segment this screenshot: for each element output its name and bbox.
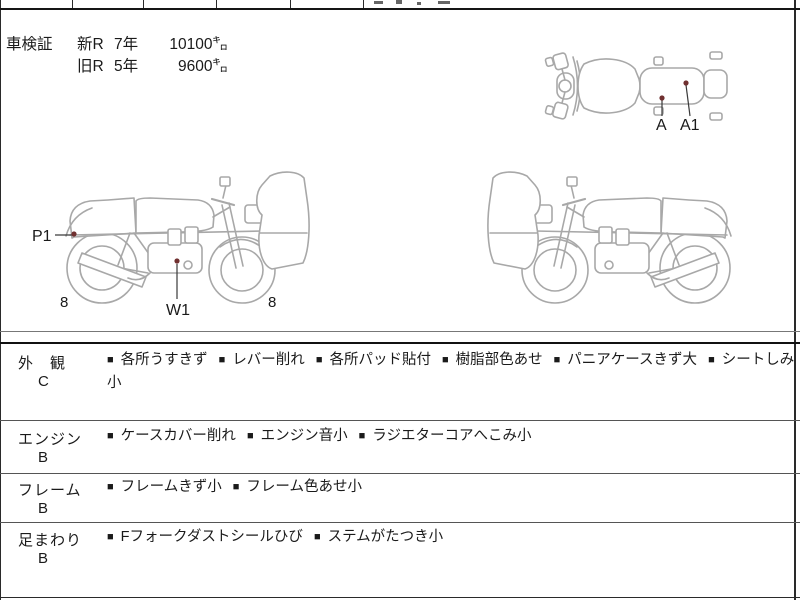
header-cell-divider	[363, 0, 364, 9]
shaken-new-era: 新R	[77, 36, 104, 53]
defect-item: ■ レバー削れ	[219, 352, 305, 368]
motorcycle-right-side-diagram	[486, 170, 733, 305]
section-grade: B	[38, 550, 49, 567]
clipped-text-artifact	[417, 2, 421, 5]
defect-item: ■ ケースカバー削れ	[107, 428, 236, 444]
condition-table-top-border	[0, 342, 800, 344]
motorcycle-left-side-diagram: P1 W1 8 8	[32, 170, 311, 319]
defect-item: ■シートしみ小	[107, 352, 794, 391]
defect-item: ■ フレームきず小	[107, 479, 222, 495]
defect-point-A1	[683, 80, 689, 86]
defect-text: ステムがたつき小	[327, 529, 444, 545]
section-grade: B	[38, 449, 49, 466]
label-A: A	[656, 117, 667, 134]
defect-items: ■ ケースカバー削れ ■ エンジン音小 ■ ラジエターコアへこみ小	[107, 425, 795, 448]
clipped-text-artifact	[438, 1, 450, 4]
header-row-bottom-line	[0, 8, 800, 10]
defect-text: レバー削れ	[232, 352, 305, 368]
defect-item: ■ エンジン音小	[247, 428, 348, 444]
defect-bullet-icon: ■	[218, 354, 226, 366]
row-divider	[0, 522, 800, 523]
section-label: 外 観	[18, 355, 67, 372]
defect-text: Fフォークダストシールひび	[120, 529, 303, 545]
defect-item: ■ ステムがたつき小	[314, 529, 443, 545]
defect-text: ラジエターコアへこみ小	[372, 428, 532, 444]
shaken-old-era: 旧R	[77, 58, 104, 75]
defect-text: フレーム色あせ小	[246, 479, 362, 495]
defect-item: ■ 各所パッド貼付	[316, 352, 431, 368]
border-left	[0, 0, 1, 600]
shaken-label: 車検証	[6, 36, 53, 53]
defect-bullet-icon: ■	[232, 481, 240, 493]
defect-bullet-icon: ■	[107, 354, 114, 366]
label-A1: A1	[680, 117, 700, 134]
label-P1: P1	[32, 228, 52, 245]
defect-items: ■ フレームきず小 ■ フレーム色あせ小	[107, 476, 795, 499]
marker-leader-lines	[661, 84, 691, 117]
defect-bullet-icon: ■	[107, 531, 114, 543]
defect-bullet-icon: ■	[315, 354, 323, 366]
defect-item: ■ フレーム色あせ小	[233, 479, 362, 495]
defect-text: ケースカバー削れ	[120, 428, 236, 444]
marker-leader-lines	[55, 234, 178, 299]
defect-point-W1	[174, 258, 180, 264]
defect-text: フレームきず小	[120, 479, 222, 495]
defect-bullet-icon: ■	[107, 481, 114, 493]
header-cell-divider	[72, 0, 73, 9]
label-W1: W1	[166, 302, 190, 319]
defect-item: ■ Fフォークダストシールひび	[107, 529, 303, 545]
section-label: 足まわり	[18, 532, 83, 549]
section-grade: C	[38, 373, 49, 390]
header-cell-divider	[216, 0, 217, 9]
defect-text: シートしみ小	[107, 352, 795, 391]
defect-item: ■ ラジエターコアへこみ小	[359, 428, 532, 444]
defect-item: ■ 各所うすきず	[107, 352, 208, 368]
defect-bullet-icon: ■	[358, 430, 366, 442]
clipped-text-artifact	[374, 1, 383, 4]
clipped-text-artifact	[396, 0, 402, 4]
defect-text: 各所パッド貼付	[329, 352, 431, 368]
section-label: フレーム	[18, 482, 82, 499]
defect-bullet-icon: ■	[553, 354, 561, 366]
defect-text: パニアケースきず大	[567, 352, 698, 368]
diagram-table-separator	[0, 331, 800, 332]
defect-bullet-icon: ■	[107, 430, 114, 442]
border-bottom	[0, 597, 800, 598]
defect-bullet-icon: ■	[313, 531, 321, 543]
row-divider	[0, 473, 800, 474]
shaken-old-year: 5年	[114, 58, 139, 75]
section-label: エンジン	[18, 431, 83, 448]
section-grade: B	[38, 500, 49, 517]
shaken-new-year: 7年	[114, 36, 139, 53]
label-rear-wheel-grade: 8	[60, 294, 68, 311]
label-front-wheel-grade: 8	[268, 294, 276, 311]
border-right	[794, 0, 796, 600]
defect-bullet-icon: ■	[441, 354, 449, 366]
defect-items: ■各所うすきず■レバー削れ■各所パッド貼付■樹脂部色あせ■パニアケースきず大■シ…	[107, 349, 795, 394]
defect-bullet-icon: ■	[708, 354, 715, 366]
defect-text: 各所うすきず	[120, 352, 208, 368]
defect-point-P1	[71, 231, 77, 237]
defect-items: ■ Fフォークダストシールひび ■ ステムがたつき小	[107, 526, 795, 549]
defect-text: エンジン音小	[260, 428, 348, 444]
motorcycle-top-view-diagram: A A1	[544, 51, 728, 134]
defect-text: 樹脂部色あせ	[455, 352, 543, 368]
defect-bullet-icon: ■	[246, 430, 254, 442]
defect-item: ■ 樹脂部色あせ	[442, 352, 543, 368]
defect-point-A	[659, 95, 665, 101]
header-cell-divider	[143, 0, 144, 9]
defect-item: ■ パニアケースきず大	[554, 352, 697, 368]
row-divider	[0, 420, 800, 421]
header-cell-divider	[290, 0, 291, 9]
shaken-old-mileage: 9600㌔	[178, 58, 228, 75]
shaken-new-mileage: 10100㌔	[169, 36, 228, 53]
